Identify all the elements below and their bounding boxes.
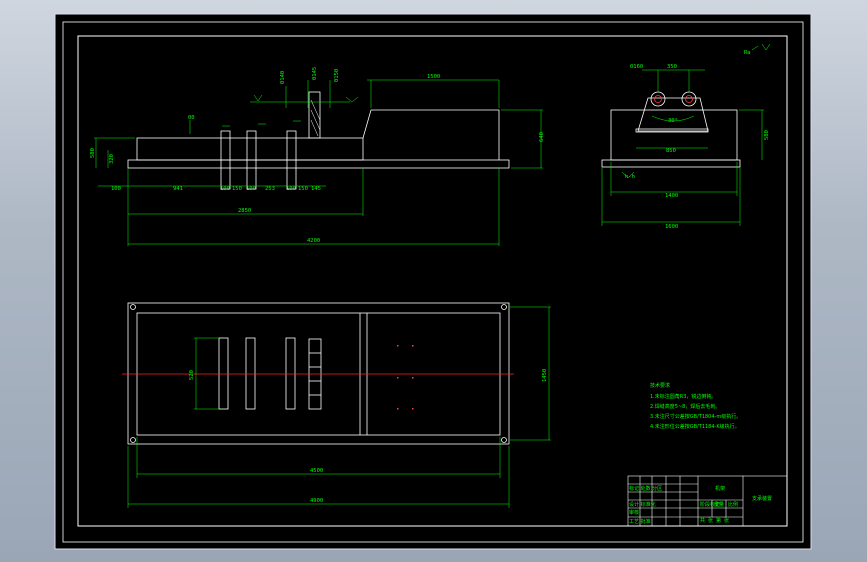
dim-side-1400: 1400: [665, 193, 678, 199]
dim-plan-height: 1450: [542, 369, 548, 382]
bolt-hole-bl: [130, 437, 136, 443]
drawing-area: [54, 13, 812, 550]
title-field-scale: 比例: [728, 501, 738, 508]
side-view-dim-text: 0160 350 30° 850 580 1400 1600 h-h Ra: [625, 50, 770, 230]
note-line-1: 1.未标注圆角R3，锐边倒钝。: [650, 393, 716, 400]
front-left-body: [136, 137, 364, 161]
drawing-name: 机架: [715, 485, 725, 492]
dim-seg-h: 150: [298, 186, 308, 192]
sheet-inner-border: [77, 35, 788, 527]
dim-top-d2: 0145: [312, 67, 318, 80]
front-column: [308, 91, 321, 139]
title-field-weight: 重量: [714, 501, 724, 508]
plan-slot-1: [218, 337, 229, 410]
dim-580: 580: [90, 148, 96, 158]
title-block: [627, 475, 788, 527]
dim-top-d1: 0140: [280, 71, 286, 84]
dim-4200: 4200: [307, 238, 320, 244]
dim-side-1600: 1600: [665, 224, 678, 230]
note-line-2: 2.焊缝高度5~8，焊后去毛刺。: [650, 403, 720, 410]
title-row-2: 设计 标准化: [629, 501, 656, 508]
bolt-hole-tr: [501, 304, 507, 310]
dim-320: 320: [109, 154, 115, 164]
title-row-4: 工艺 批准: [629, 518, 651, 525]
front-view-dimensions: [94, 79, 543, 246]
dim-seg-e: 100: [246, 186, 256, 192]
bolt-hole-tl: [130, 304, 136, 310]
side-bracket-base: [635, 128, 709, 133]
dim-small-a: 00: [188, 115, 195, 121]
plan-slot-3: [285, 337, 296, 410]
dim-seg-f: 253: [265, 186, 275, 192]
bolt-hole-br: [501, 437, 507, 443]
note-line-4: 4.未注形位公差按GB/T1184-K级执行。: [650, 423, 740, 430]
surface-roughness-mark: Ra: [744, 50, 751, 56]
dim-seg-i: 145: [311, 186, 321, 192]
sheet-outer-border: [62, 21, 804, 543]
dim-side-height: 580: [764, 130, 770, 140]
front-view: [127, 91, 510, 190]
title-row-1: 标记 处数 分区: [629, 485, 662, 492]
dim-plan-total: 4900: [310, 498, 323, 504]
dim-side-label: h-h: [625, 174, 635, 180]
side-view-dimensions: [601, 43, 771, 226]
front-view-dim-text: 1500 640 580 320 100 941 100 150 100 253…: [90, 67, 545, 244]
technical-notes: 技术要求 1.未标注圆角R3，锐边倒钝。 2.焊缝高度5~8，焊后去毛刺。 3.…: [650, 382, 741, 430]
plan-slot-2: [245, 337, 256, 410]
title-row-3: 审核: [629, 509, 639, 516]
title-field-stage: 阶段标记: [700, 501, 720, 508]
side-bracket: [637, 97, 709, 132]
dim-1500: 1500: [427, 74, 440, 80]
dim-plan-slot: 520: [189, 370, 195, 380]
dim-seg-c: 100: [220, 186, 230, 192]
plan-view-dim-text: 520 1450 4500 4900: [189, 369, 548, 504]
side-body: [610, 109, 738, 161]
front-slot-1: [220, 130, 231, 190]
title-field-no: 第: [716, 517, 721, 524]
plan-marker-points: [397, 345, 414, 410]
dim-2850: 2850: [238, 208, 251, 214]
front-right-body: [362, 109, 500, 160]
title-field-total: 共: [700, 517, 705, 524]
dim-side-top-left: 0160: [630, 64, 643, 70]
front-slot-2: [246, 130, 257, 190]
dim-seg-d: 150: [232, 186, 242, 192]
front-slot-3: [286, 130, 297, 190]
note-line-3: 3.未注尺寸公差按GB/T1804-m级执行。: [650, 413, 741, 420]
part-name: 支承装置: [752, 495, 772, 502]
dim-640: 640: [539, 132, 545, 142]
dim-seg-b: 941: [173, 186, 183, 192]
plan-view-dimensions: [127, 306, 551, 508]
notes-title: 技术要求: [650, 382, 670, 389]
title-block-text: 机架 支承装置 标记 处数 分区 设计 标准化 审核 工艺 批准 阶段标记 重量…: [629, 485, 772, 525]
dim-side-angle: 30°: [668, 118, 678, 124]
dim-side-inner: 850: [666, 148, 676, 154]
dim-top-d3: 0150: [334, 69, 340, 82]
title-field-sheet: 张: [724, 517, 729, 524]
dim-seg-g: 100: [286, 186, 296, 192]
plan-outer: [127, 302, 510, 445]
dim-side-top-mid: 350: [667, 64, 677, 70]
dim-plan-inner: 4500: [310, 468, 323, 474]
dim-seg-a: 100: [111, 186, 121, 192]
title-field-sheets: 张: [708, 517, 713, 524]
